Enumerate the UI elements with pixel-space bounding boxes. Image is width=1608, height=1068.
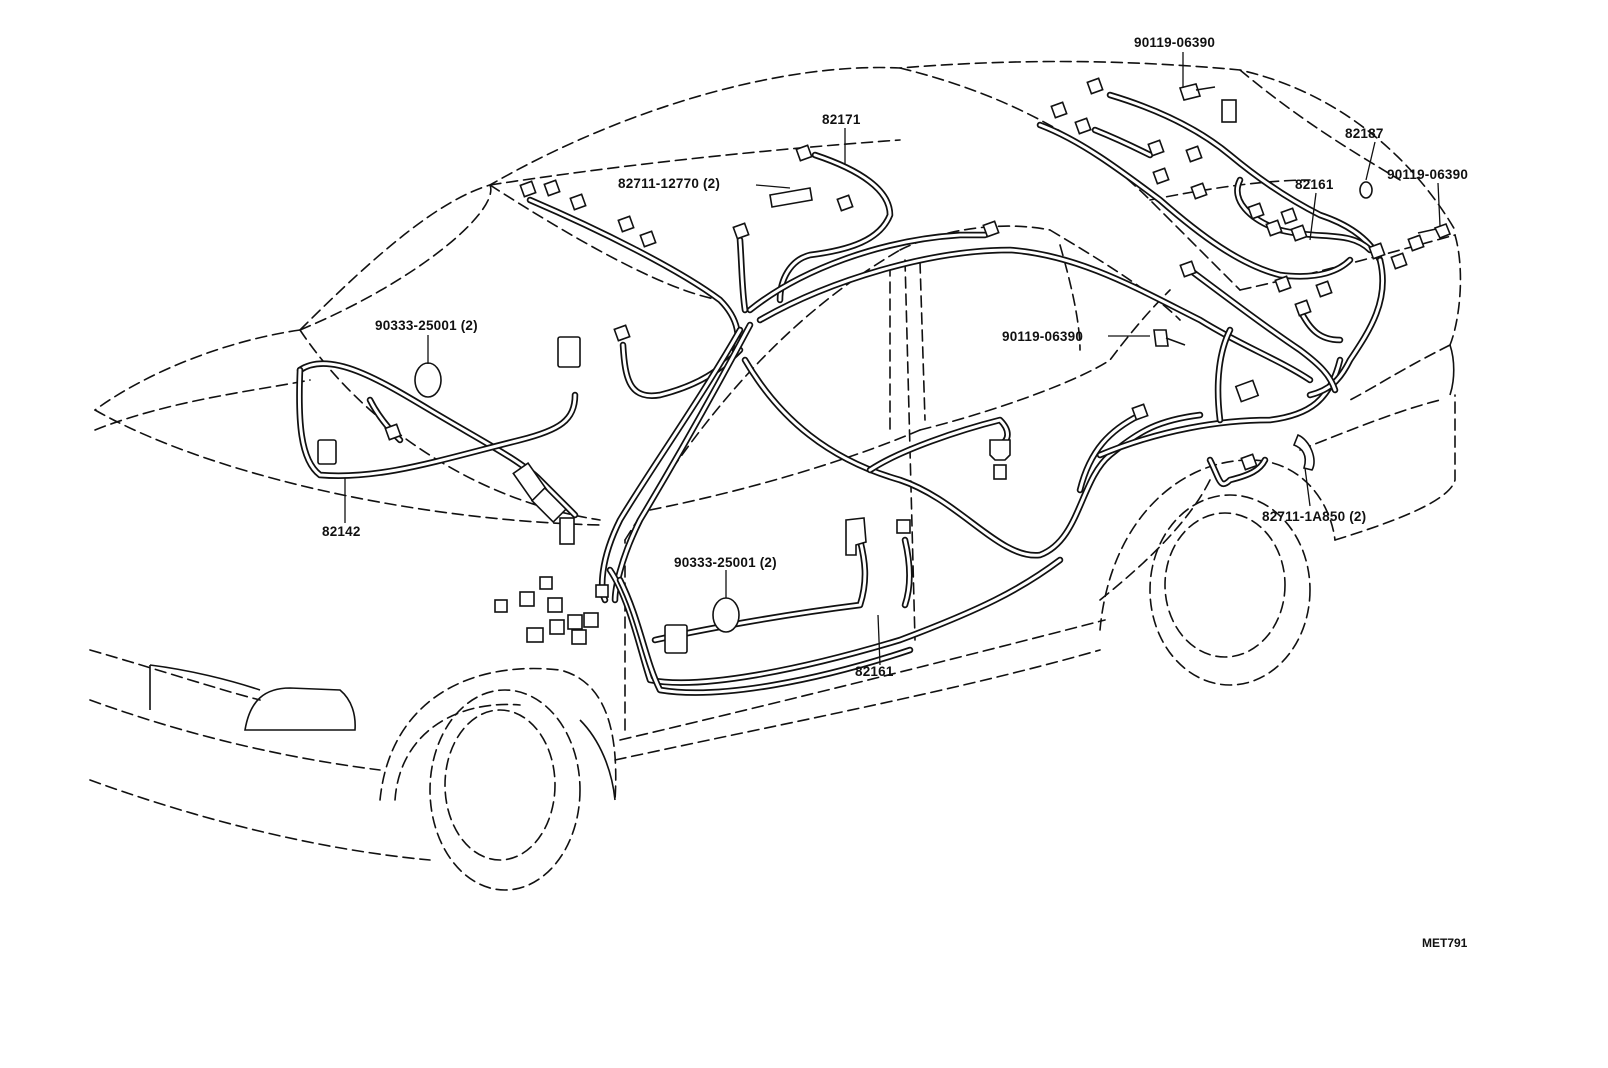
harness-wires: [296, 91, 1386, 696]
part-labels: 90119-06390 82171 82711-12770 (2) 82187 …: [322, 35, 1468, 950]
label-90333-25001-left: 90333-25001 (2): [375, 318, 478, 333]
label-90119-06390-right: 90119-06390: [1387, 167, 1468, 182]
figure-code: MET791: [1422, 936, 1468, 950]
label-90119-06390-top: 90119-06390: [1134, 35, 1215, 50]
label-90333-25001-center: 90333-25001 (2): [674, 555, 777, 570]
label-82161-floor: 82161: [855, 664, 894, 679]
leader-lines: [344, 52, 1441, 666]
label-82711-12770: 82711-12770 (2): [618, 176, 720, 191]
label-82161-rear: 82161: [1295, 177, 1334, 192]
label-82187: 82187: [1345, 126, 1384, 141]
label-82142: 82142: [322, 524, 361, 539]
connectors: [317, 77, 1452, 654]
car-body-outline: [89, 60, 1462, 891]
label-90119-06390-mid: 90119-06390: [1002, 329, 1083, 344]
label-82171: 82171: [822, 112, 861, 127]
label-82711-1a850: 82711-1A850 (2): [1262, 509, 1366, 524]
